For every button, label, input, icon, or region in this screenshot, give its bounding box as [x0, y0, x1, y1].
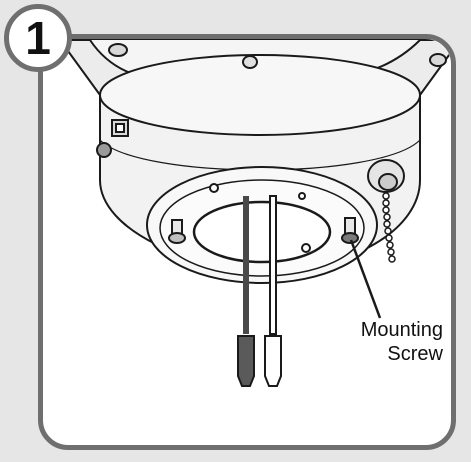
step-badge: 1: [4, 4, 72, 72]
callout-leader-line: [349, 239, 382, 319]
switch-housing-plate: [146, 166, 378, 284]
mounting-screw-callout: Mounting Screw: [361, 318, 443, 366]
reverse-switch: [111, 119, 129, 137]
pull-chain-icon: [367, 159, 405, 263]
mounting-screw-icon: [168, 219, 186, 244]
step-number: 1: [25, 12, 51, 64]
callout-line-2: Screw: [387, 343, 443, 365]
light-wire: [264, 195, 282, 387]
dark-wire: [237, 196, 255, 387]
wire-connector-icon: [237, 335, 255, 387]
callout-line-1: Mounting: [360, 319, 443, 341]
wire-connector-icon: [264, 335, 282, 387]
mounting-screw-icon: [341, 217, 359, 244]
side-screw-icon: [96, 142, 112, 158]
top-screw-icon: [242, 55, 258, 69]
